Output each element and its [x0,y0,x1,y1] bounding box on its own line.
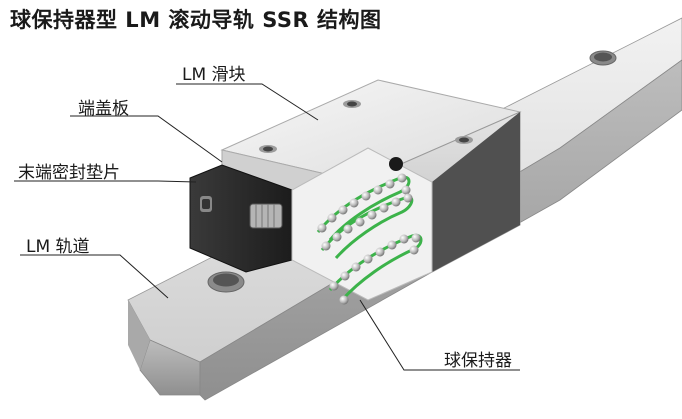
label-end-plate: 端盖板 [78,99,129,119]
label-lm-block: LM 滑块 [182,65,246,85]
grease-nipple [249,203,283,229]
label-ball-cage: 球保持器 [444,351,512,371]
end-plate [189,164,293,273]
leader-lines [14,83,520,371]
label-lm-rail: LM 轨道 [26,237,90,257]
diagram-title: 球保持器型 LM 滚动导轨 SSR 结构图 [10,8,382,32]
label-end-seal: 末端密封垫片 [18,163,120,183]
balls [317,173,421,305]
